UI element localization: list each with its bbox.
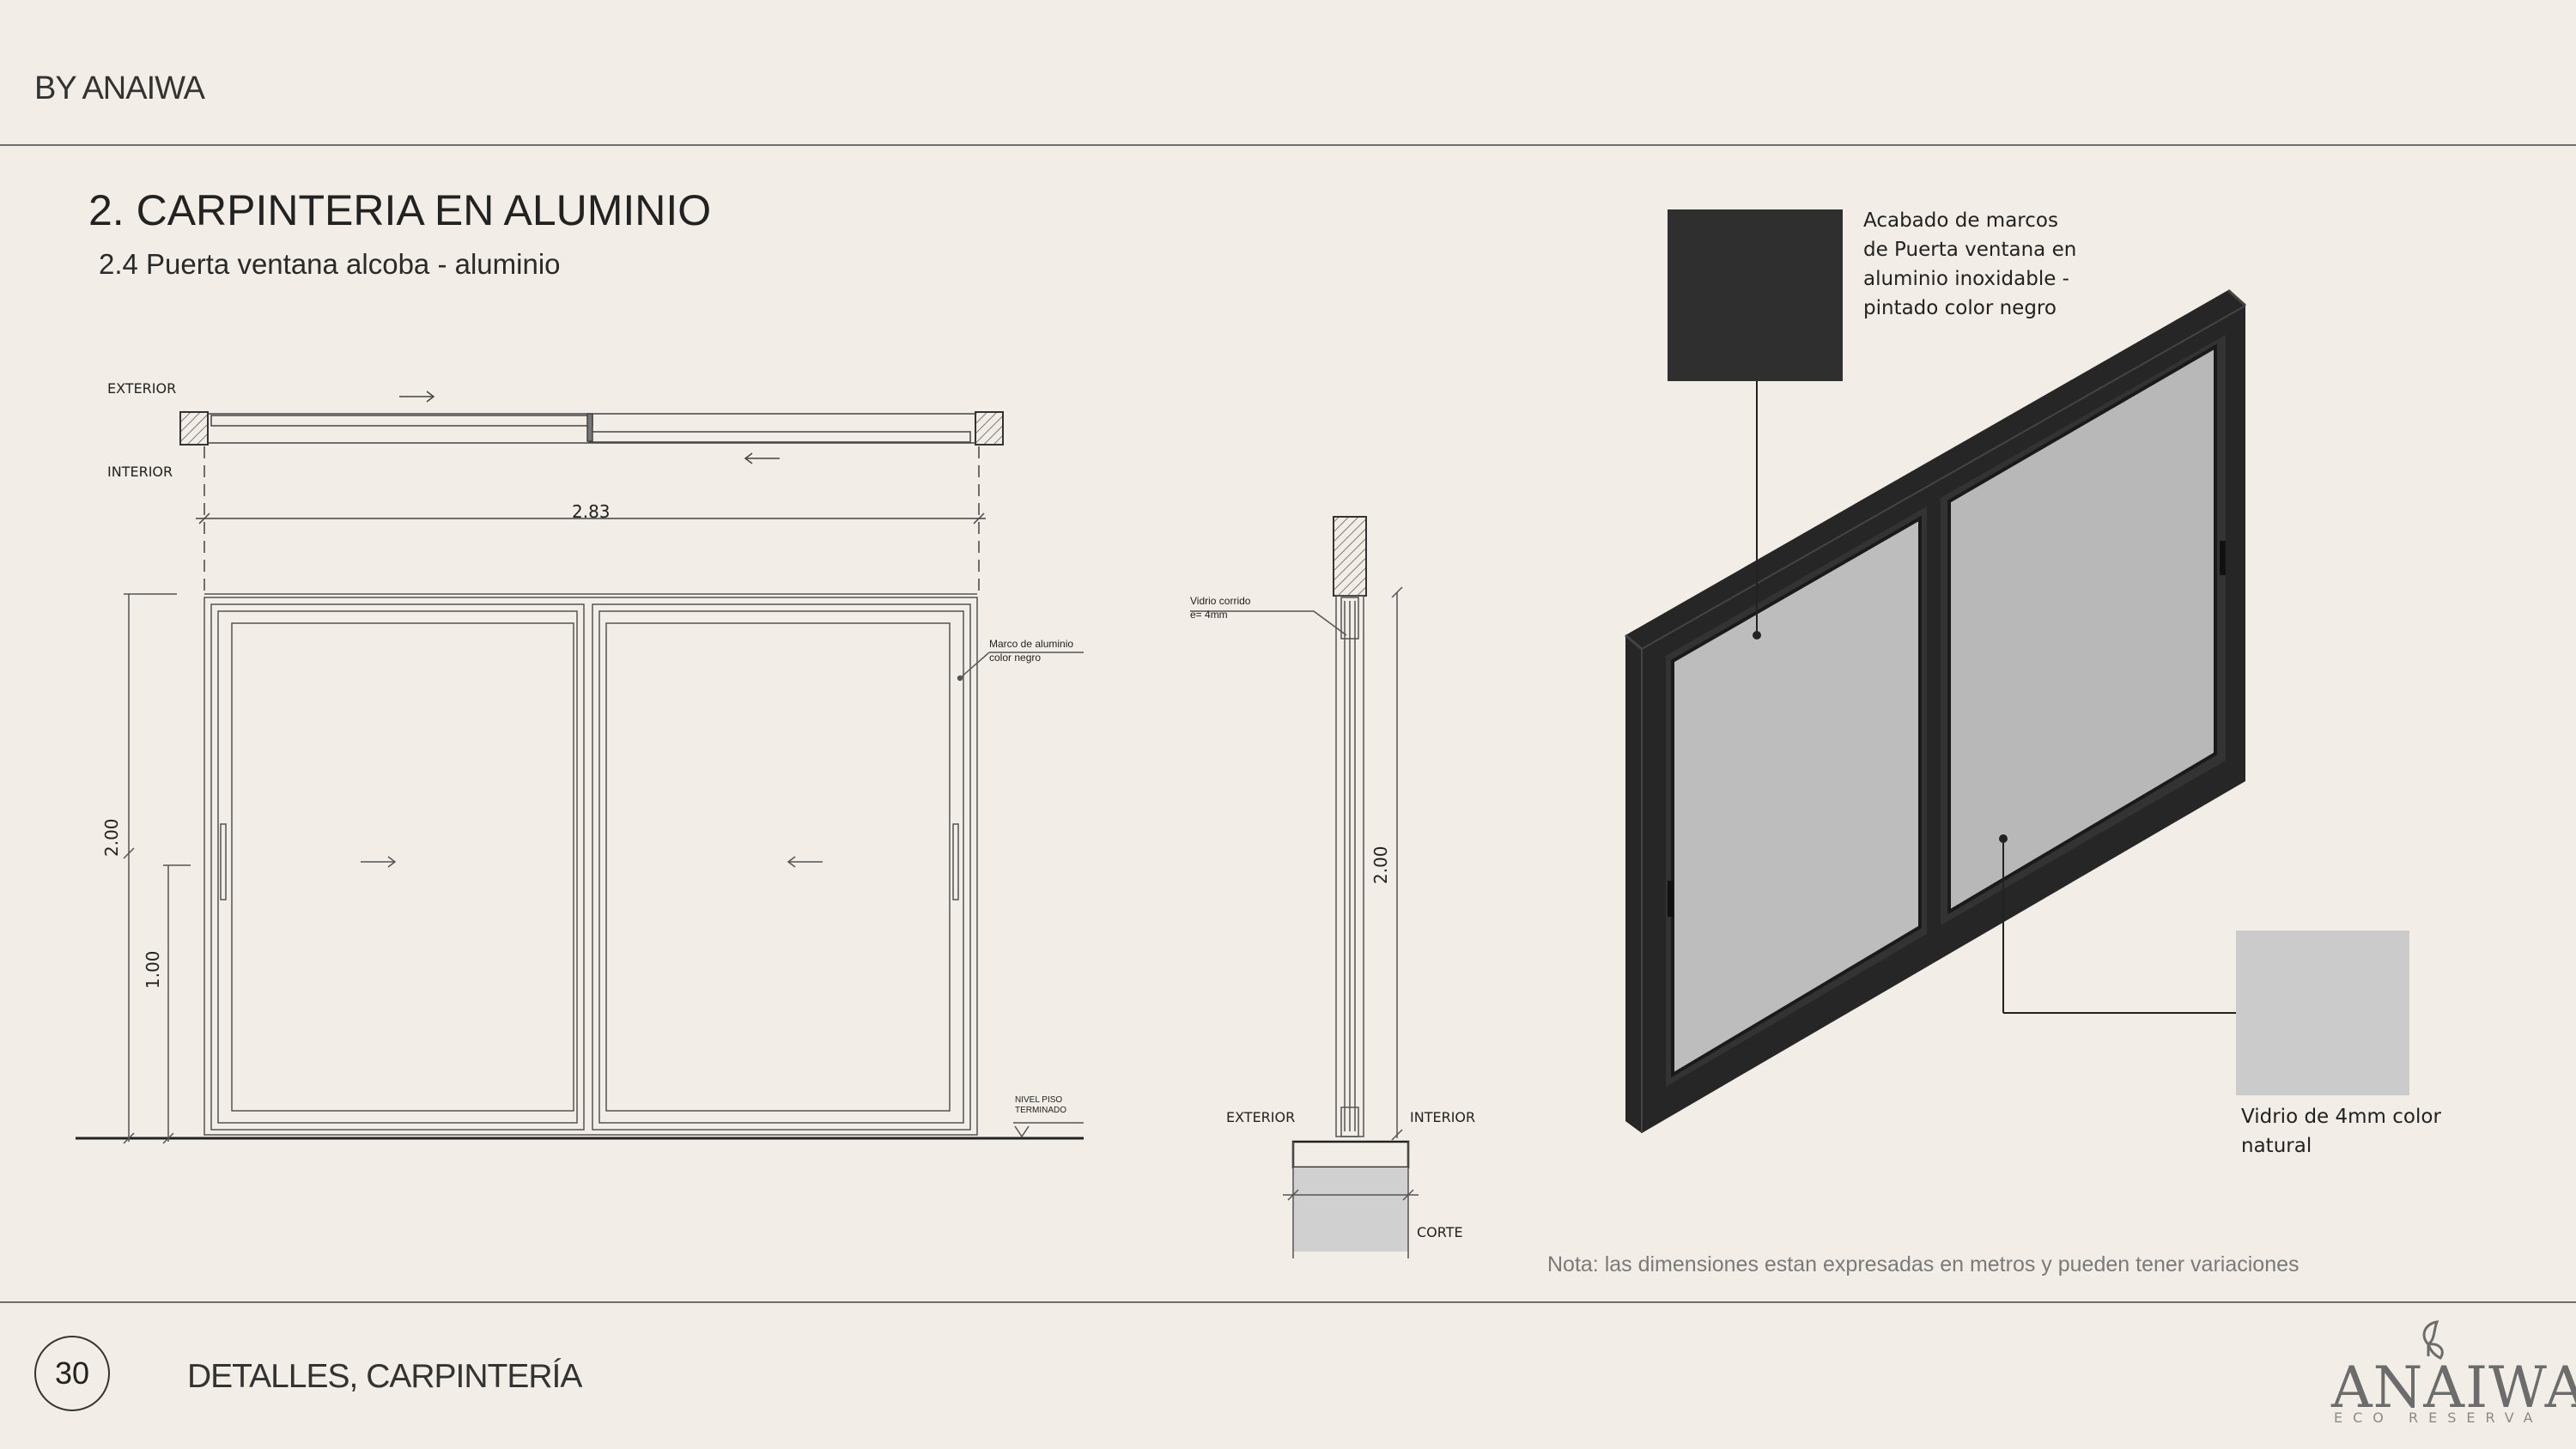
section-cut-label: CORTE [1417, 1224, 1463, 1240]
isometric-door [1625, 288, 2247, 1133]
glass-color-swatch [2236, 931, 2409, 1095]
width-dimension: 2.83 [572, 501, 611, 522]
section-title: 2. CARPINTERIA EN ALUMINIO [88, 186, 712, 234]
section-interior-label: INTERIOR [1410, 1109, 1476, 1125]
glass-note: Vidrio corrido e= 4mm [1190, 595, 1251, 621]
frame-note: Marco de aluminio color negro [989, 638, 1074, 664]
footer-title: DETALLES, CARPINTERÍA [187, 1358, 582, 1395]
glass-description: Vidrio de 4mm color natural [2241, 1106, 2441, 1157]
plan-exterior-label: EXTERIOR [107, 380, 177, 397]
dimensions-note: Nota: las dimensiones estan expresadas e… [1547, 1252, 2300, 1276]
floor-level-note: NIVEL PISO TERMINADO [1015, 1095, 1066, 1115]
elevation-view [76, 593, 1084, 1144]
plan-view [179, 391, 1004, 592]
frame-finish-description: Acabado de marcos de Puerta ventana en a… [1863, 209, 2077, 319]
frame-color-swatch [1668, 209, 1843, 381]
footer-divider [0, 1301, 2576, 1303]
page-number: 30 [34, 1336, 110, 1411]
footer-logo: ANAIWA [2331, 1355, 2576, 1421]
header-divider [0, 144, 2576, 146]
section-subtitle: 2.4 Puerta ventana alcoba - aluminio [99, 248, 561, 280]
footer-logo-subtitle: ECO RESERVA [2334, 1410, 2543, 1426]
brand-header: BY ANAIWA [34, 70, 205, 106]
section-exterior-label: EXTERIOR [1226, 1109, 1296, 1125]
plan-interior-label: INTERIOR [107, 464, 173, 480]
callout-lines [1753, 379, 2236, 1014]
section-cut-view [1190, 516, 1419, 1258]
